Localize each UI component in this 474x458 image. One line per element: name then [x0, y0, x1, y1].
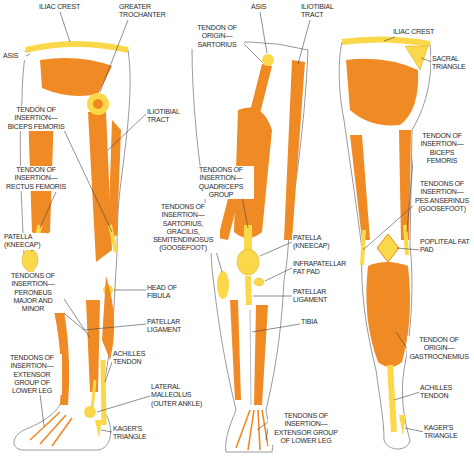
anatomy-label: PATELLA (KNEECAP) — [292, 234, 338, 251]
anatomy-label: TENDONS OF INSERTION— EXTENSOR GROUP OF … — [268, 412, 344, 445]
leader-line — [60, 12, 70, 42]
lateral-muscle — [230, 300, 241, 400]
anatomy-label: ACHILLES TENDON — [419, 384, 471, 401]
anatomy-label: TIBIA — [300, 318, 332, 326]
kagers-triangle — [95, 420, 102, 438]
leader-line — [242, 196, 248, 228]
leader-line — [257, 422, 268, 440]
sacral-triangle — [405, 46, 428, 70]
biceps-femoris — [108, 120, 121, 240]
sartorius — [218, 64, 272, 240]
anatomy-label: KAGER'S TRIANGLE — [423, 424, 471, 441]
biceps-tendon — [405, 225, 407, 255]
lateral-malleolus — [84, 406, 96, 418]
leader-line — [105, 362, 112, 382]
leader-line — [394, 392, 420, 400]
anatomy-label: PATELLAR LIGAMENT — [292, 288, 342, 305]
leader-line — [97, 396, 150, 412]
leader-line — [62, 296, 90, 338]
leader-line — [114, 290, 146, 291]
anatomy-label: TENDON OF INSERTION— BICEPS FEMORIS — [3, 106, 69, 131]
patella — [22, 249, 38, 271]
anatomy-label: ACHILLES TENDON — [112, 350, 158, 367]
biceps-femoris — [399, 130, 411, 240]
anatomy-label: INFRAPATELLAR FAT PAD — [292, 260, 356, 277]
anatomy-label: TENDON OF INSERTION— BICEPS FEMORIS — [413, 132, 471, 165]
anatomy-label: KAGER'S TRIANGLE — [112, 425, 158, 442]
infrapatellar-fat-pad — [254, 278, 264, 286]
posterior-leg — [339, 39, 431, 449]
extensor-tendons — [30, 412, 72, 446]
gastrocnemius — [102, 276, 114, 360]
greater-trochanter-core — [93, 99, 103, 109]
leader-line — [298, 20, 310, 64]
patella — [237, 249, 259, 275]
anatomy-label: ILIOTIBIAL TRACT — [146, 108, 192, 125]
anatomy-label: TENDONS OF INSERTION— PES ANSERINUS (GOO… — [413, 180, 471, 213]
achilles-tendon — [390, 365, 394, 432]
extensor-tendons — [236, 410, 268, 450]
anatomy-label: HEAD OF FIBULA — [146, 284, 186, 301]
anatomy-label: PATELLAR LIGAMENT — [146, 318, 196, 335]
gastrocnemius — [366, 262, 410, 367]
popliteal-fat-pad — [377, 234, 399, 262]
leader-line — [363, 205, 414, 250]
goosefoot-tendons — [217, 271, 229, 299]
anatomy-label: PATELLA (KNEECAP) — [3, 233, 47, 250]
gluteus — [346, 59, 418, 126]
anatomy-label: TENDON OF ORIGIN— SARTORIUS — [190, 24, 244, 49]
iliotibial-band — [284, 60, 305, 240]
greater-trochanter — [87, 93, 109, 115]
anatomy-label: TENDON OF ORIGIN— GASTROCNEMIUS — [407, 336, 471, 361]
semitendinosus — [350, 135, 370, 240]
anatomy-label: ILIAC CREST — [392, 28, 454, 36]
leader-line — [405, 428, 424, 432]
anatomy-label: GREATER TROCHANTER — [118, 3, 170, 20]
leader-line — [40, 192, 56, 228]
pes-anserinus-tendon — [362, 230, 364, 265]
quadriceps-tendon — [244, 225, 252, 250]
anatomy-label: LATERAL MALLEOLUS (OUTER ANKLE) — [150, 383, 210, 408]
tibia-line — [250, 310, 251, 405]
peroneus-muscle — [86, 300, 100, 392]
leader-line — [397, 248, 420, 250]
leader-line — [64, 130, 112, 232]
peroneus-tendon — [92, 380, 95, 410]
leader-line — [253, 296, 292, 297]
anatomy-label: TENDONS OF INSERTION— EXTENSOR GROUP OF … — [2, 354, 62, 395]
leader-line — [100, 20, 128, 92]
tibialis-anterior — [254, 305, 268, 405]
anatomy-label: POPLITEAL FAT PAD — [419, 238, 471, 255]
iliac-crest-band — [26, 44, 128, 50]
leader-line — [101, 430, 112, 432]
leader-lines — [24, 12, 432, 440]
achilles-tendon — [103, 360, 104, 425]
kagers-triangle — [399, 415, 406, 436]
leader-line — [252, 324, 300, 332]
gluteal-muscle — [40, 58, 112, 96]
anatomy-label: ASIS — [250, 3, 276, 11]
anatomy-label: TENDONS OF INSERTION— QUADRICEPS GROUP — [188, 166, 254, 199]
patellar-ligament — [248, 276, 249, 305]
anatomy-label: ASIS — [2, 52, 26, 60]
anatomy-label: TENDONS OF INSERTION— SARTORIUS, GRACILI… — [146, 203, 220, 253]
anatomy-label: TENDONS OF INSERTION— PERONEUS MAJOR AND… — [2, 272, 64, 313]
leader-line — [40, 394, 44, 426]
anatomy-label: TENDON OF INSERTION— RECTUS FEMORIS — [3, 166, 69, 191]
leader-line — [260, 242, 292, 256]
anatomy-label: ILIOTIBIAL TRACT — [300, 3, 348, 20]
anatomy-label: SACRAL TRIANGLE — [431, 55, 471, 72]
leader-line — [384, 37, 395, 41]
anatomy-label: ILIAC CREST — [38, 3, 102, 11]
leader-line — [260, 12, 267, 53]
leader-line — [265, 268, 292, 281]
asis — [262, 54, 274, 66]
leg-outline — [339, 39, 431, 449]
leader-line — [108, 114, 146, 150]
